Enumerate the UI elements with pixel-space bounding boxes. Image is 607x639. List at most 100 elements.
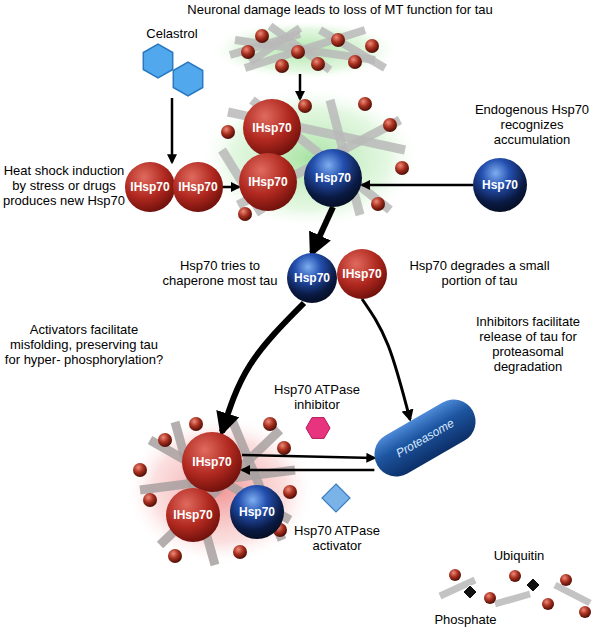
- node-label: IHsp70: [192, 455, 231, 469]
- tau-ball: [283, 485, 297, 499]
- inducible-hsp70-sphere: IHsp70: [182, 432, 242, 492]
- top-tau-glow: [210, 20, 400, 80]
- tau-ball: [291, 45, 305, 59]
- tau-ball: [221, 97, 409, 221]
- node-heading: Celastrol: [122, 26, 222, 42]
- tau-ball: [449, 569, 591, 618]
- hsp70-sphere: Hsp70: [287, 253, 337, 303]
- flow-arrow: [299, 74, 302, 99]
- tau-ball: [158, 433, 172, 447]
- tau-fragment: [555, 585, 590, 603]
- node-label: Hsp70: [294, 271, 330, 285]
- tau-ball: [241, 45, 255, 59]
- tau-fragment: [495, 594, 530, 604]
- tau-ball: [383, 118, 397, 132]
- inducible-hsp70-sphere: IHsp70: [239, 153, 297, 211]
- tau-ball: [233, 545, 247, 559]
- ubiquitin-diamond: [463, 578, 540, 599]
- misfolded-tau-glow: [125, 415, 315, 565]
- inducible-hsp70-sphere: IHsp70: [173, 162, 222, 211]
- node-label: IHsp70: [178, 180, 217, 194]
- node-label: IHsp70: [248, 175, 287, 189]
- flow-arrow: [223, 186, 239, 189]
- celastrol-hexagons: [122, 42, 222, 98]
- celastrol-hexagon: [173, 62, 202, 96]
- tau-ball: [143, 493, 157, 507]
- node-label: Hsp70: [482, 178, 518, 192]
- tau-ball: [358, 97, 372, 111]
- inducible-hsp70-sphere: IHsp70: [243, 99, 301, 157]
- annotation-text: Activators facilitate misfolding, preser…: [4, 322, 164, 367]
- tau-ball: [311, 57, 325, 71]
- top-tau-glow: [210, 20, 400, 80]
- inhibitor-hexagon: [306, 418, 330, 439]
- ubiquitin-diamond: [463, 585, 477, 599]
- hsp70-sphere: Hsp70: [230, 485, 284, 539]
- celastrol-hexagon: [143, 44, 172, 78]
- celastrol-compound: Celastrol: [122, 26, 222, 98]
- tau-ball: [542, 598, 554, 610]
- proteasome-cylinder: Proteasome: [366, 391, 483, 484]
- flow-arrow: [222, 303, 304, 432]
- tau-ball: [560, 574, 572, 586]
- flow-arrow: [362, 299, 410, 419]
- flow-arrow: [312, 207, 333, 253]
- tau-ball: [133, 417, 297, 563]
- tau-ball: [365, 39, 379, 53]
- annotation-text: Hsp70 ATPase activator: [282, 523, 392, 553]
- annotation-text: Ubiquitin: [484, 548, 554, 563]
- inducible-hsp70-sphere: IHsp70: [337, 249, 387, 299]
- inducible-hsp70-sphere: IHsp70: [166, 488, 220, 542]
- annotation-text: Hsp70 tries to chaperone most tau: [150, 258, 290, 288]
- tau-ball: [579, 606, 591, 618]
- tau-ball: [189, 417, 203, 431]
- microtubule-tau-cluster: Neuronal damage leads to loss of MT func…: [170, 2, 510, 74]
- inducible-hsp70-sphere: IHsp70: [125, 162, 174, 211]
- center-tau-strand: [222, 100, 405, 215]
- tau-ball: [449, 569, 461, 581]
- tau-ball: [168, 549, 182, 563]
- tau-ball: [275, 59, 289, 73]
- node-label: Proteasome: [393, 416, 456, 460]
- tau-ball: [255, 29, 269, 43]
- tau-ball: [238, 207, 252, 221]
- center-tau-glow: [198, 86, 422, 230]
- node-label: Hsp70: [239, 505, 275, 519]
- misfolded-tau-glow: [125, 415, 315, 565]
- inhibitor-hexagon: [306, 418, 330, 439]
- tau-ball: [241, 29, 379, 73]
- node-label: IHsp70: [342, 267, 381, 281]
- hsp70-sphere: Hsp70: [304, 149, 362, 207]
- flow-arrow: [242, 469, 374, 472]
- node-label: IHsp70: [130, 180, 169, 194]
- activator-diamond: [322, 484, 350, 512]
- activator-diamond: [322, 484, 350, 512]
- center-tau-glow: [198, 86, 422, 230]
- annotation-text: Inhibitors facilitate release of tau for…: [458, 314, 598, 374]
- tau-ball: [298, 99, 312, 113]
- flow-arrow: [362, 184, 473, 187]
- node-label: IHsp70: [252, 121, 291, 135]
- annotation-text: Endogenous Hsp70 recognizes accumulation: [462, 102, 602, 147]
- annotation-text: Heat shock induction by stress or drugs …: [2, 163, 126, 208]
- tau-ball: [331, 33, 345, 47]
- tau-ball: [509, 570, 521, 582]
- misfolded-tau-strand: [140, 420, 295, 565]
- ubiquitin-diamond: [526, 578, 540, 592]
- node-label: Hsp70: [315, 171, 351, 185]
- hsp70-sphere: Hsp70: [473, 158, 527, 212]
- annotation-text: Hsp70 degrades a small portion of tau: [392, 258, 567, 288]
- tau-ball: [371, 197, 385, 211]
- tau-ball: [133, 463, 147, 477]
- top-tau-strand: [320, 30, 385, 68]
- tau-ball: [484, 592, 496, 604]
- tau-ball: [263, 417, 277, 431]
- tau-ball: [221, 125, 235, 139]
- tau-ball: [348, 55, 362, 69]
- flow-arrow: [242, 455, 374, 458]
- node-label: IHsp70: [173, 508, 212, 522]
- tau-ball: [395, 161, 409, 175]
- node-heading: Neuronal damage leads to loss of MT func…: [170, 2, 510, 18]
- top-tau-strand: [230, 26, 385, 70]
- flow-arrow: [171, 98, 174, 162]
